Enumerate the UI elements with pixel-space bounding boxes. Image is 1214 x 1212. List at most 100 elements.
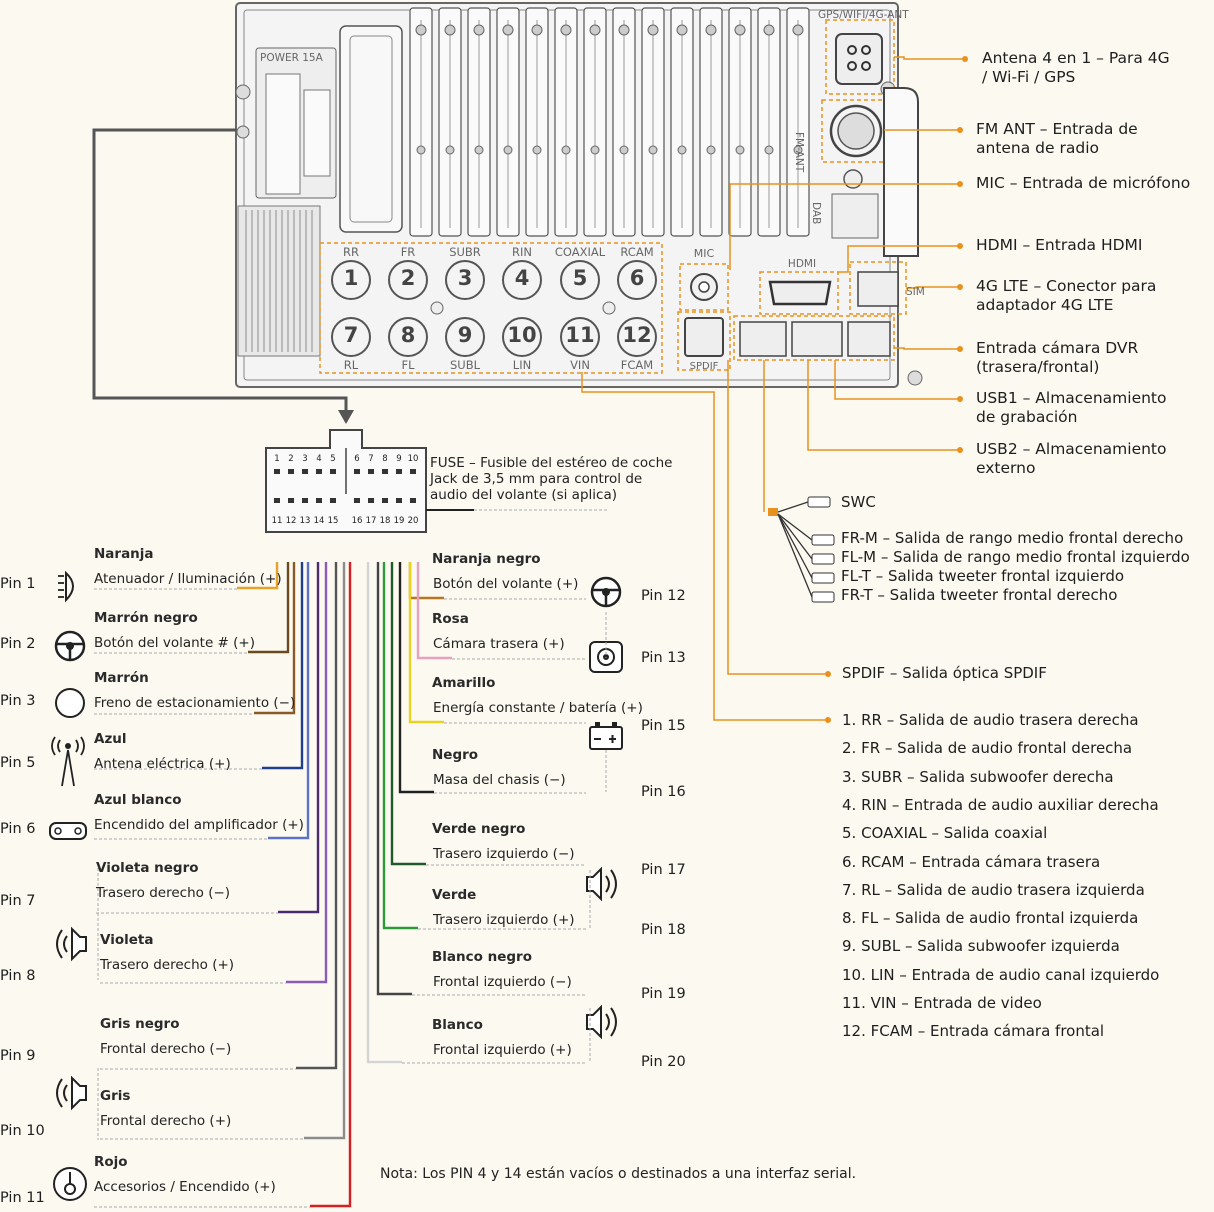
wire-pin-10: [304, 562, 346, 1140]
callout-line2: / Wi-Fi / GPS: [982, 68, 1076, 86]
fin-screw: [792, 24, 804, 36]
fin-screw: [590, 145, 600, 155]
rca-number: 8: [400, 323, 416, 347]
pin-color-name: Violeta negro: [96, 860, 199, 876]
rca-bottom-label: FCAM: [620, 358, 654, 372]
pin-color-name: Negro: [432, 747, 479, 763]
rca-jack-2: [388, 260, 428, 300]
pin-function: Trasero derecho (−): [96, 885, 231, 901]
rca-plug: [811, 553, 835, 565]
hdmi-port-label: HDMI: [787, 258, 817, 270]
harness-bottom-num: 13: [299, 516, 311, 526]
rca-number: 6: [629, 266, 645, 290]
wire-pin-6: [268, 562, 310, 840]
rca-plug: [811, 591, 835, 603]
speaker-icon-wave: [605, 1013, 610, 1031]
pin-color-name: Marrón negro: [94, 610, 198, 626]
pin-function: Antena eléctrica (+): [94, 756, 231, 772]
swc-wire: [777, 513, 813, 598]
wire-right: [390, 562, 426, 866]
leader-line: [906, 286, 960, 289]
pin-color-name: Verde negro: [432, 821, 526, 837]
callout-line1: MIC – Entrada de micrófono: [976, 174, 1191, 192]
harness-top-num: 9: [396, 454, 402, 464]
rca-list-item: 8. FL – Salida de audio frontal izquierd…: [842, 909, 1139, 928]
rca-jack-3: [445, 260, 485, 300]
rca-list-item: 11. VIN – Entrada de video: [842, 994, 1042, 1012]
rca-bottom-label: LIN: [512, 358, 532, 372]
fin-screw: [445, 145, 455, 155]
rca-list-item: 2. FR – Salida de audio frontal derecha: [842, 739, 1133, 758]
rca-bottom-label: FL: [401, 358, 415, 372]
dab-label: DAB: [810, 202, 822, 225]
swc-item: FR-M – Salida de rango medio frontal der…: [841, 529, 1184, 547]
pin-color-name: Marrón: [94, 670, 149, 686]
battery-terminal: [612, 722, 617, 727]
pin-color-name: Naranja: [94, 546, 154, 562]
battery-icon: [589, 726, 623, 750]
callout-line1: 4G LTE – Conector para: [976, 277, 1157, 295]
rca-plug: [811, 572, 835, 584]
rca-number: 11: [565, 323, 595, 347]
harness-bottom-num: 19: [393, 516, 405, 526]
leader-dot: [957, 346, 963, 352]
pin-color-name: Rosa: [432, 611, 469, 627]
harness-top-num: 1: [274, 454, 280, 464]
fin-screw: [561, 145, 571, 155]
swc-wire: [777, 501, 809, 513]
speaker-icon: [586, 866, 602, 902]
fin-screw: [415, 24, 427, 36]
spdif-leader: [727, 360, 828, 675]
speaker-icon: [586, 1004, 602, 1040]
leader-dot: [957, 127, 963, 133]
pin-label: Pin 11: [0, 1190, 45, 1206]
antenna-waves-icon: [51, 736, 85, 756]
swc-jack: [807, 496, 831, 508]
pin-label: Pin 9: [0, 1048, 36, 1064]
pin-hole: [410, 469, 416, 474]
fin-screw: [589, 24, 601, 36]
speaker-icon-wave: [605, 875, 610, 893]
harness-top-num: 8: [382, 454, 388, 464]
pin-color-name: Azul: [94, 731, 127, 747]
rca-list-item: 1. RR – Salida de audio trasera derecha: [842, 711, 1139, 729]
speaker-icon-wave: [56, 929, 63, 959]
harness-top-num: 3: [302, 454, 308, 464]
callout-line2: adaptador 4G LTE: [976, 296, 1114, 314]
rca-top-label: COAXIAL: [554, 245, 606, 259]
pin-label: Pin 6: [0, 821, 36, 837]
rca-jack-6: [617, 260, 657, 300]
rca-list-item: 9. SUBL – Salida subwoofer izquierda: [842, 937, 1120, 956]
pin-label: Pin 10: [0, 1123, 45, 1139]
pin-label: Pin 17: [641, 862, 686, 878]
pin-hole: [316, 498, 322, 503]
swc-plug: [768, 508, 778, 516]
fin-screw: [560, 24, 572, 36]
leader-dot: [962, 56, 968, 62]
wire-right: [382, 562, 418, 930]
fin-screw: [474, 145, 484, 155]
pin-hole: [368, 498, 374, 503]
swc-wire: [777, 513, 813, 560]
rca-bottom-label: SUBL: [449, 358, 481, 372]
pin-hole: [354, 498, 360, 503]
leader-dot: [957, 284, 963, 290]
rca-jack-8: [388, 317, 428, 357]
wire-pin-1: [237, 562, 279, 590]
wire-pin-7: [278, 562, 320, 914]
speaker-icon: [71, 1075, 87, 1111]
leader-dot: [825, 717, 831, 723]
rca-list-item: 6. RCAM – Entrada cámara trasera: [842, 852, 1101, 871]
pin-hole: [396, 498, 402, 503]
pin-color-name: Naranja negro: [432, 551, 541, 567]
back-panel: [235, 2, 923, 388]
wire-pin-11: [310, 562, 352, 1208]
screw: [602, 301, 616, 315]
pin-label: Pin 12: [641, 588, 686, 604]
rca-bottom-label: VIN: [570, 358, 590, 372]
wire-pin-2: [248, 562, 290, 654]
rca-plug: [811, 534, 835, 546]
rca-number: 4: [514, 266, 530, 290]
rca-list-item: 5. COAXIAL – Salida coaxial: [842, 824, 1048, 843]
